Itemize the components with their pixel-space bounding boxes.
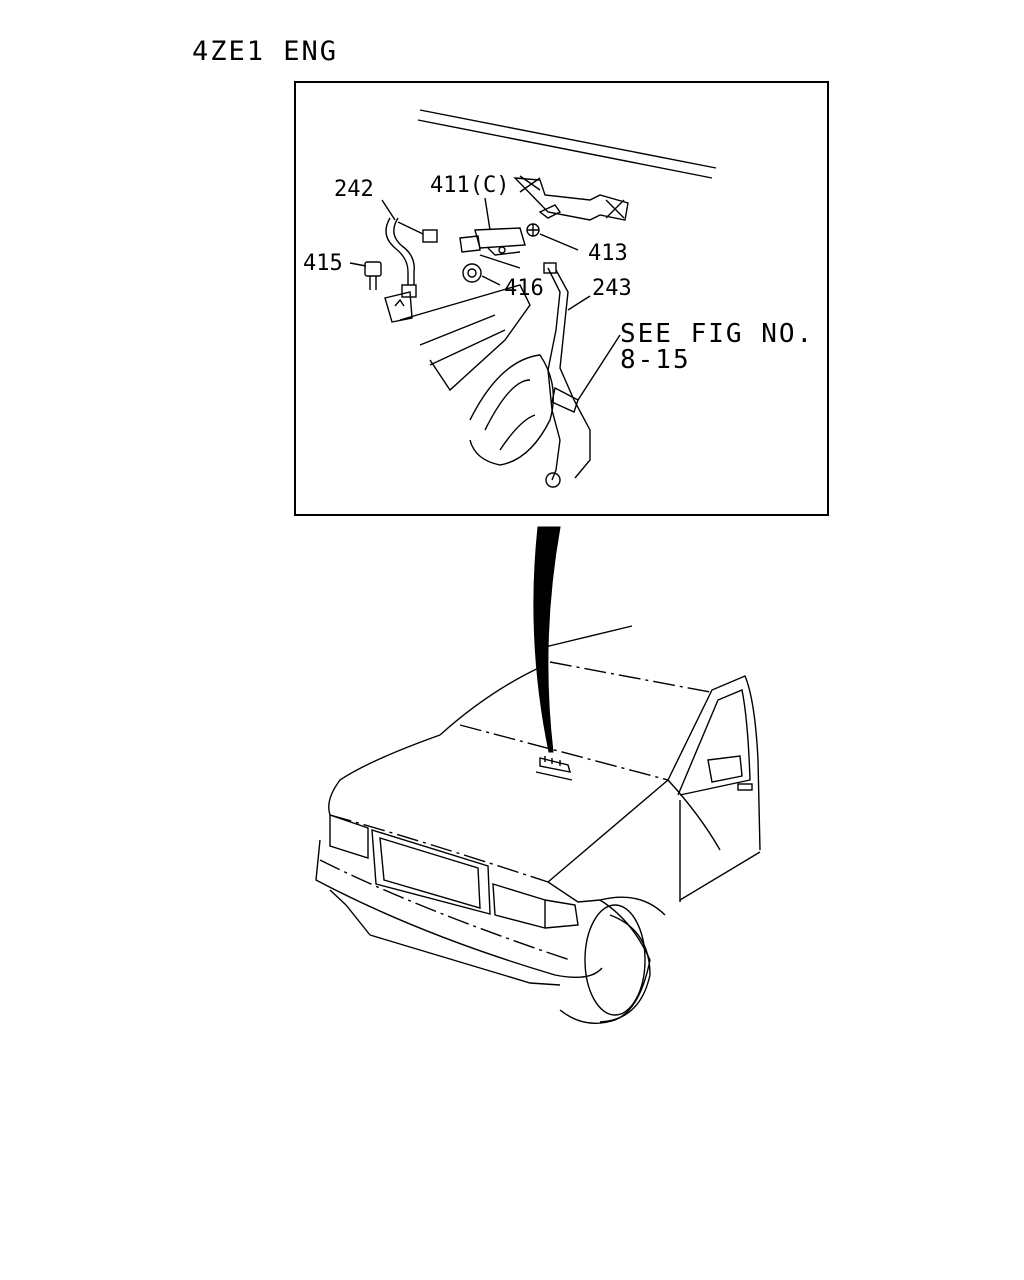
- see-figure-reference: SEE FIG NO.: [620, 319, 814, 349]
- callout-411c: 411(C): [430, 173, 509, 198]
- callout-415: 415: [303, 251, 343, 276]
- callout-242: 242: [334, 177, 374, 202]
- callout-413: 413: [588, 241, 628, 266]
- see-figure-number: 8-15: [620, 345, 691, 375]
- pointer-wedge: [533, 526, 561, 753]
- callout-243: 243: [592, 276, 632, 301]
- page-title: 4ZE1 ENG: [192, 36, 339, 67]
- detail-view-frame: [294, 81, 829, 516]
- detail-view: [349, 109, 717, 488]
- callout-416: 416: [504, 276, 544, 301]
- vehicle-illustration: [315, 625, 761, 1024]
